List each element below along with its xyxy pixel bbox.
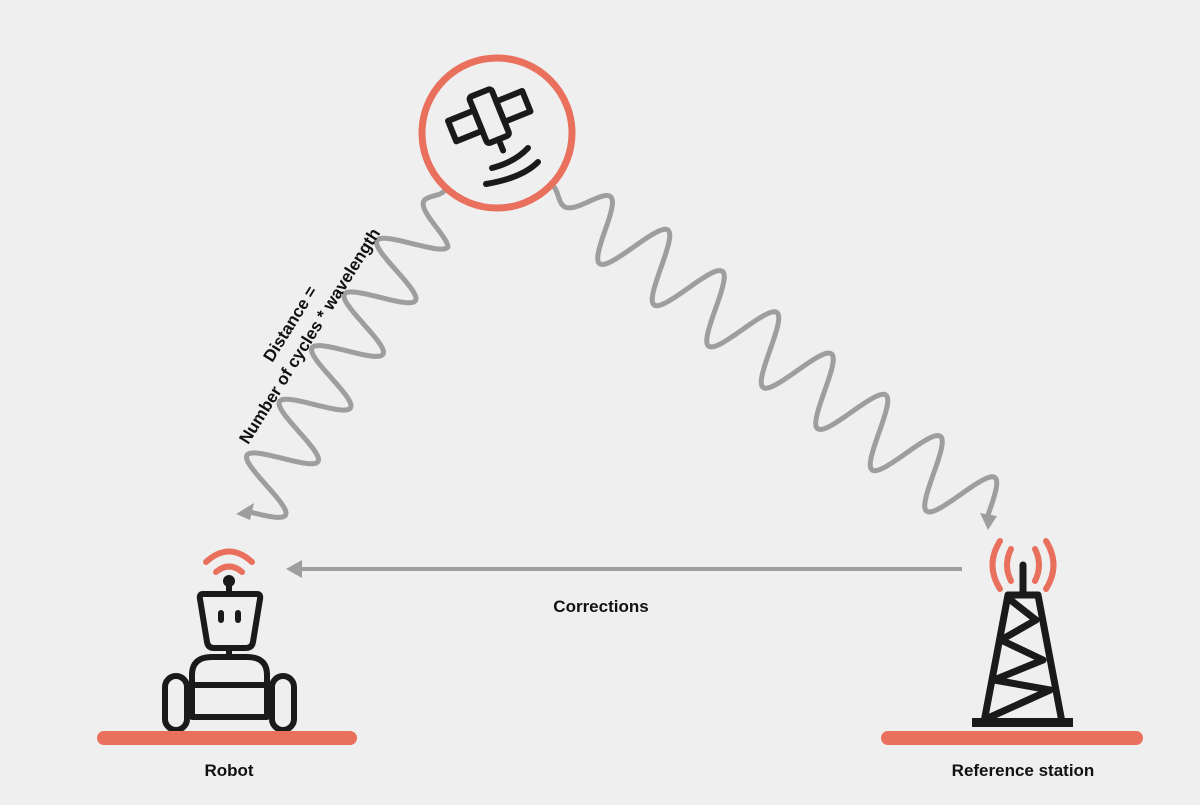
reference-station-label: Reference station: [951, 761, 1095, 780]
signal-wave-to-station: [549, 182, 1000, 518]
satellite-icon: [418, 54, 576, 212]
corrections-label: Corrections: [553, 597, 649, 616]
arrowhead-robot: [236, 503, 254, 520]
signal-wave-to-robot: [244, 187, 451, 520]
robot-icon: [162, 548, 297, 733]
corrections-arrow: [286, 560, 962, 578]
wifi-signal-icon: [203, 548, 255, 565]
arrowhead-station: [980, 513, 997, 530]
robot-label: Robot: [204, 761, 254, 780]
radio-tower-icon: [972, 538, 1073, 727]
